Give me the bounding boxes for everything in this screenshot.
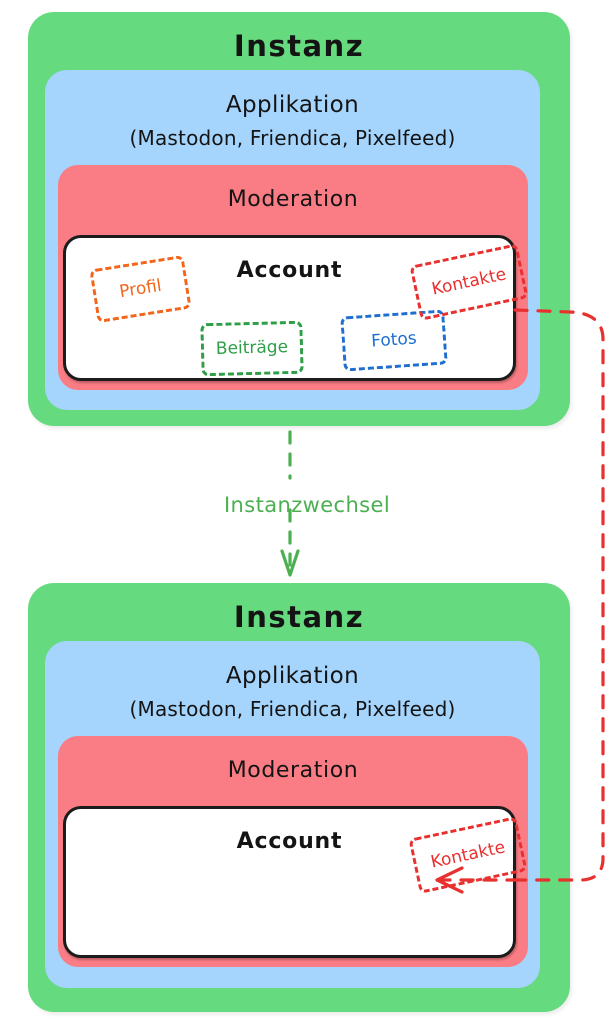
instance-box-bottom: Instanz Applikation (Mastodon, Friendica… [28,583,570,1012]
application-title-top: Applikation [225,92,360,118]
chip-kontakte-top-label: Kontakte [429,263,508,300]
account-title-bottom: Account [236,829,343,854]
moderation-title-top: Moderation [227,187,359,212]
instance-title-top: Instanz [233,29,365,63]
instanzwechsel-label: Instanzwechsel [223,493,391,517]
chip-beitraege[interactable]: Beiträge [200,320,304,377]
application-box-bottom: Applikation (Mastodon, Friendica, Pixelf… [45,641,540,988]
chip-profil-label: Profil [117,275,163,302]
application-examples-top: (Mastodon, Friendica, Pixelfeed) [129,126,456,150]
application-title-bottom: Applikation [225,663,360,689]
instance-title-bottom: Instanz [233,600,365,634]
application-examples-bottom: (Mastodon, Friendica, Pixelfeed) [129,697,456,721]
moderation-title-bottom: Moderation [227,758,359,783]
moderation-box-bottom: Moderation Account [58,736,528,967]
application-box-top: Applikation (Mastodon, Friendica, Pixelf… [45,70,540,410]
chip-fotos-label: Fotos [370,328,418,352]
account-title-top: Account [236,258,343,283]
chip-beitraege-label: Beiträge [215,337,289,359]
account-box-top: Account [63,235,516,381]
chip-kontakte-bottom-label: Kontakte [428,836,507,873]
chip-fotos[interactable]: Fotos [340,309,448,372]
moderation-box-top: Moderation Account [58,165,528,390]
instance-box-top: Instanz Applikation (Mastodon, Friendica… [28,12,570,426]
